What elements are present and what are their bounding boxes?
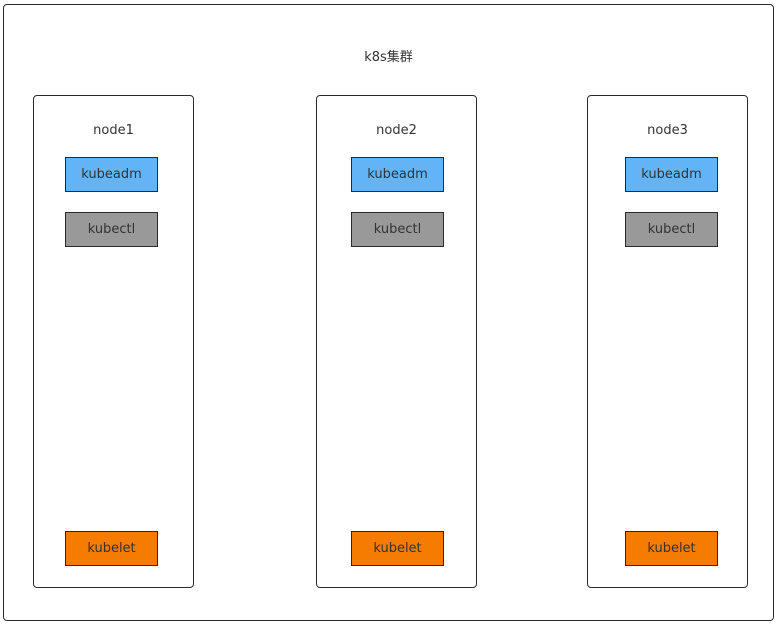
node-2-kubeadm-box: kubeadm [351,157,444,192]
node-1-container: node1 kubeadm kubectl kubelet [33,95,194,588]
node-1-kubelet-box: kubelet [65,531,158,566]
node-1-title: node1 [93,123,134,138]
node-3-kubelet-box: kubelet [625,531,718,566]
node-2-kubectl-box: kubectl [351,212,444,247]
node-3-container: node3 kubeadm kubectl kubelet [587,95,748,588]
node-3-kubectl-box: kubectl [625,212,718,247]
node-1-kubeadm-box: kubeadm [65,157,158,192]
node-2-title: node2 [376,123,417,138]
cluster-title: k8s集群 [364,50,413,65]
node-2-container: node2 kubeadm kubectl kubelet [316,95,477,588]
node-1-kubectl-box: kubectl [65,212,158,247]
node-3-kubeadm-box: kubeadm [625,157,718,192]
node-3-title: node3 [647,123,688,138]
node-2-kubelet-box: kubelet [351,531,444,566]
